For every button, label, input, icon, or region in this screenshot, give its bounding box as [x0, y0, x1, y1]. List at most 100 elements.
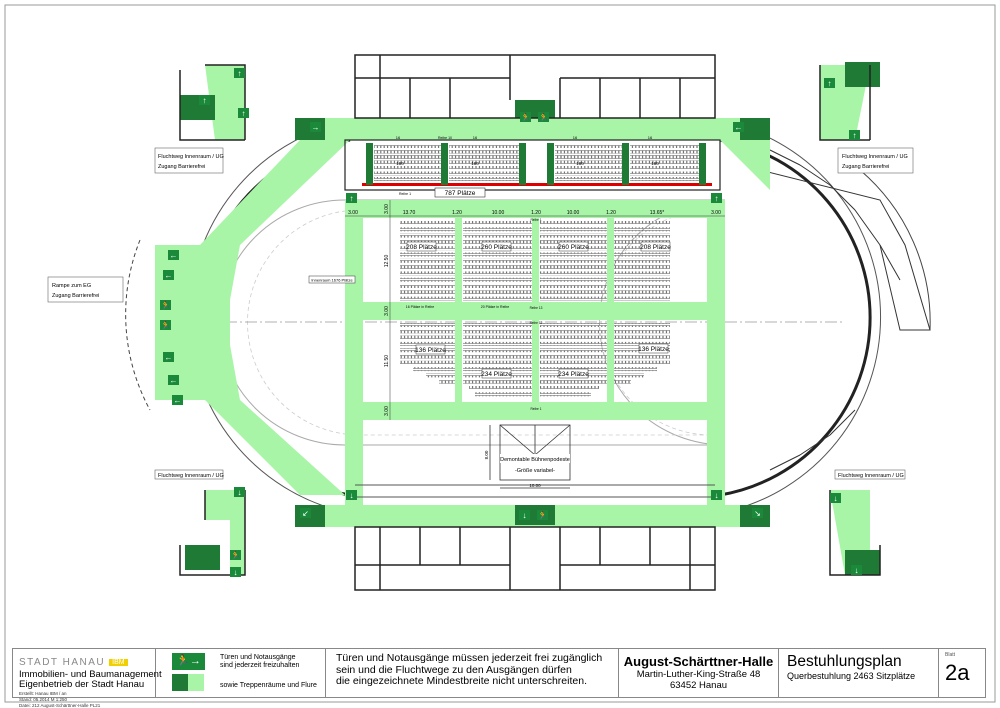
svg-text:↓: ↓ [523, 511, 527, 520]
floor-seat-row [400, 277, 455, 282]
floor-seat-row [463, 284, 532, 288]
stand-rows-2: 16 [473, 135, 478, 140]
floor-seat-row [540, 271, 607, 276]
city-name: STADT HANAU [19, 657, 106, 668]
building-city: 63452 Hanau [669, 680, 728, 691]
floor-seat-row [400, 221, 455, 225]
stand-row-bottom: Reihe 1 [399, 192, 411, 196]
stand-seat-row [555, 160, 622, 165]
block-bottom-4-text: 136 Plätze [638, 346, 669, 353]
floor-seat-row [540, 341, 607, 346]
floor-seat-row [540, 265, 607, 270]
svg-text:←: ← [735, 123, 743, 132]
svg-text:↑: ↑ [853, 131, 857, 140]
buildings [179, 54, 881, 591]
svg-text:↑: ↑ [828, 79, 832, 88]
dim-h-5: 1.20 [531, 210, 541, 216]
stand-block-2: 180 [471, 161, 479, 166]
stand-seat-row [374, 160, 441, 165]
svg-text:←: ← [165, 271, 173, 280]
stand-seat-row [449, 171, 519, 176]
stand-rows-3: 16 [573, 135, 578, 140]
floor-seat-row [540, 386, 599, 390]
block-top-4-text: 208 Plätze [640, 244, 671, 251]
callout-left: Rampe zum EG Zugang Barrierefrei [47, 276, 124, 303]
floor-seat-row [540, 277, 607, 282]
plan-subtitle: Querbestuhlung 2463 Sitzplätze [787, 671, 916, 681]
stand-block-4: 180 [651, 161, 659, 166]
dim-v-5: 3.00 [384, 406, 390, 416]
row-note-left: 16 Plätze in Reihe [406, 305, 434, 309]
floor-seat-row [463, 296, 532, 301]
exit-sign-icon: 🏃 [230, 550, 241, 560]
floor-seat-row [614, 265, 670, 270]
floor-seat-row [614, 227, 670, 232]
floor-seat-row [614, 296, 670, 301]
floor-seat-row [614, 277, 670, 282]
floor-seat-row [540, 233, 607, 238]
floor-seat-row [463, 271, 532, 276]
callout-top-right: Fluchtweg Innenraum / UG Zugang Barriere… [837, 147, 914, 174]
legend-swatch [172, 674, 212, 691]
sheet-panel: Blatt 2a [939, 649, 985, 697]
org-line-1: Immobilien- und Baumanagement [19, 669, 162, 680]
floor-seat-row [614, 323, 670, 327]
exit-sign-icon: ← [733, 122, 744, 132]
exit-sign-icon: ↑ [234, 68, 245, 78]
floor-seat-row [614, 367, 657, 372]
stand-seat-row [374, 177, 441, 181]
floor-seat-row [614, 258, 670, 263]
stand-block-1: 180 [396, 161, 404, 166]
svg-text:↙: ↙ [302, 509, 309, 518]
svg-text:↑: ↑ [350, 194, 354, 203]
dim-h-3: 1.20 [452, 210, 462, 216]
floor-seat-row [400, 341, 455, 346]
floor-seat-row [614, 284, 670, 288]
floor-seat-row [614, 252, 670, 257]
floor-seat-row [439, 379, 455, 384]
floor-seat-row [463, 323, 532, 327]
dim-h-6: 10.00 [567, 210, 580, 216]
floor-seat-row [400, 335, 455, 340]
floor-seat-row [540, 296, 607, 301]
dim-h-7: 1.20 [606, 210, 616, 216]
dim-h-1: 3.00 [348, 210, 358, 216]
floor-seat-row [614, 329, 670, 334]
floor-seat-row [540, 221, 607, 225]
floor-seat-row [540, 379, 607, 384]
svg-text:🏃: 🏃 [539, 112, 549, 122]
floor-seat-row [400, 329, 455, 334]
sheet-label: Blatt [945, 652, 956, 658]
block-bottom-1-text: 136 Plätze [415, 347, 446, 354]
stand-seat-row [374, 171, 441, 176]
dim-h-4: 10.00 [492, 210, 505, 216]
notice-line-3: die eingezeichnete Mindestbreite nicht u… [336, 675, 587, 687]
exit-sign-icon: ↑ [199, 95, 210, 105]
floor-seat-row [614, 360, 670, 365]
meta-2: Stand: 05.2014 M 1:250 [19, 697, 68, 702]
floor-seat-row [463, 252, 532, 257]
stand-seat-row [630, 160, 699, 165]
row-label-13: Reihe 13 [530, 306, 543, 310]
exit-sign-icon: ↓ [711, 490, 722, 500]
floor-seat-row [400, 360, 455, 365]
floor-seat-row [463, 329, 532, 334]
floor-seat-row [400, 252, 455, 257]
floor-seat-row [463, 335, 532, 340]
exit-sign-icon: ↑ [238, 108, 249, 118]
stand-seat-row [374, 149, 441, 154]
stand-seat-row [374, 155, 441, 159]
legend-line-1: Türen und Notausgänge [220, 654, 296, 661]
legend-panel: 🏃→ Türen und Notausgänge sind jederzeit … [156, 649, 326, 697]
svg-text:🏃: 🏃 [231, 550, 241, 560]
stage-depth: 8.00 [484, 450, 489, 459]
row-label-12: Reihe 12 [530, 321, 543, 325]
exit-sign-icon: ↓ [230, 567, 241, 577]
notice-panel: Türen und Notausgänge müssen jederzeit f… [326, 649, 619, 697]
exit-sign-icon: → [310, 122, 321, 132]
stand-seat-row [449, 160, 519, 165]
floor-seat-row [540, 329, 607, 334]
svg-text:←: ← [170, 251, 178, 260]
svg-text:←: ← [174, 396, 182, 405]
